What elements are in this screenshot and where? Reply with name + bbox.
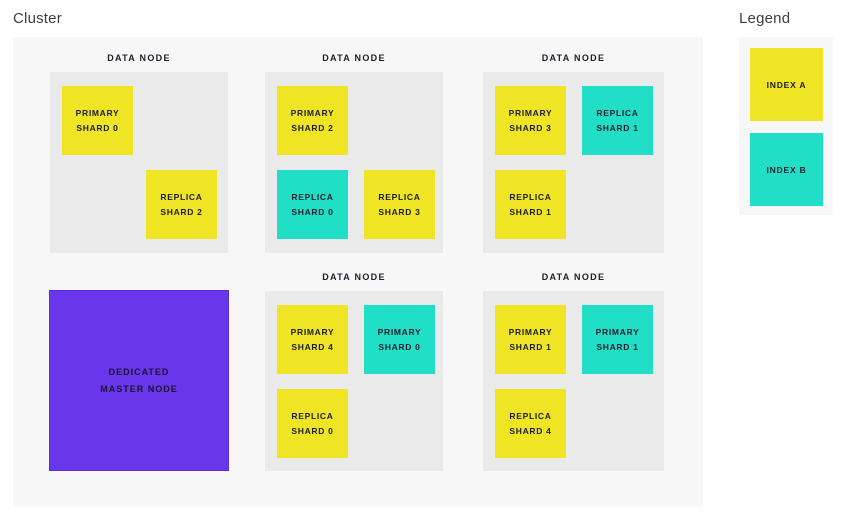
legend-swatch-index-a: INDEX A [750, 48, 823, 121]
shard-label-line1: PRIMARY [290, 326, 335, 337]
shard-label-line2: SHARD 3 [509, 122, 552, 133]
shard-label-line2: SHARD 4 [509, 425, 552, 436]
shard-primary-0-index-a: PRIMARY SHARD 0 [62, 86, 133, 155]
shard-label-line1: REPLICA [160, 191, 203, 202]
data-node-4-label: DATA NODE [322, 272, 386, 282]
shard-replica-1-index-b: REPLICA SHARD 1 [582, 86, 653, 155]
data-node-5-box: PRIMARY SHARD 1 PRIMARY SHARD 1 REPLICA … [483, 291, 664, 471]
shard-replica-4-index-a: REPLICA SHARD 4 [495, 389, 566, 458]
shard-label-line2: SHARD 1 [509, 206, 552, 217]
shard-replica-0-index-a: REPLICA SHARD 0 [277, 389, 348, 458]
shard-label-line1: REPLICA [509, 191, 552, 202]
legend-panel: INDEX A INDEX B [739, 37, 833, 215]
shard-primary-4-index-a: PRIMARY SHARD 4 [277, 305, 348, 374]
shard-label-line2: SHARD 1 [509, 341, 552, 352]
data-node-3-label: DATA NODE [541, 53, 606, 63]
shard-replica-3-index-a: REPLICA SHARD 3 [364, 170, 435, 239]
shard-label-line2: SHARD 2 [160, 206, 203, 217]
master-node-label-line1: DEDICATED [108, 366, 170, 377]
shard-label-line2: SHARD 1 [596, 122, 639, 133]
data-node-2-label: DATA NODE [322, 53, 386, 63]
shard-label-line2: SHARD 4 [291, 341, 334, 352]
shard-primary-0-index-b: PRIMARY SHARD 0 [364, 305, 435, 374]
data-node-4-box: PRIMARY SHARD 4 PRIMARY SHARD 0 REPLICA … [265, 291, 443, 471]
shard-label-line2: SHARD 0 [76, 122, 119, 133]
shard-primary-2-index-a: PRIMARY SHARD 2 [277, 86, 348, 155]
shard-primary-1-index-b: PRIMARY SHARD 1 [582, 305, 653, 374]
shard-label-line2: SHARD 2 [291, 122, 334, 133]
data-node-2-box: PRIMARY SHARD 2 REPLICA SHARD 0 REPLICA … [265, 72, 443, 253]
shard-primary-3-index-a: PRIMARY SHARD 3 [495, 86, 566, 155]
shard-replica-1-index-a: REPLICA SHARD 1 [495, 170, 566, 239]
shard-label-line1: PRIMARY [508, 326, 553, 337]
legend-swatch-index-b: INDEX B [750, 133, 823, 206]
legend-label-index-b: INDEX B [766, 164, 807, 175]
shard-label-line2: SHARD 1 [596, 341, 639, 352]
legend-label-index-a: INDEX A [766, 79, 807, 90]
shard-label-line2: SHARD 0 [291, 425, 334, 436]
shard-label-line1: PRIMARY [75, 107, 120, 118]
shard-primary-1-index-a: PRIMARY SHARD 1 [495, 305, 566, 374]
data-node-1-label: DATA NODE [107, 53, 171, 63]
legend-title: Legend [739, 10, 791, 27]
shard-replica-2-index-a: REPLICA SHARD 2 [146, 170, 217, 239]
shard-label-line2: SHARD 3 [378, 206, 421, 217]
shard-label-line1: REPLICA [291, 191, 334, 202]
shard-label-line2: SHARD 0 [291, 206, 334, 217]
shard-label-line1: PRIMARY [290, 107, 335, 118]
data-node-3-box: PRIMARY SHARD 3 REPLICA SHARD 1 REPLICA … [483, 72, 664, 253]
shard-label-line1: PRIMARY [377, 326, 422, 337]
shard-label-line1: REPLICA [378, 191, 421, 202]
shard-label-line1: PRIMARY [595, 326, 640, 337]
shard-label-line1: REPLICA [509, 410, 552, 421]
shard-label-line2: SHARD 0 [378, 341, 421, 352]
shard-label-line1: PRIMARY [508, 107, 553, 118]
dedicated-master-node: DEDICATED MASTER NODE [49, 290, 229, 471]
shard-label-line1: REPLICA [596, 107, 639, 118]
cluster-title: Cluster [13, 10, 62, 27]
shard-replica-0-index-b: REPLICA SHARD 0 [277, 170, 348, 239]
data-node-5-label: DATA NODE [541, 272, 606, 282]
shard-label-line1: REPLICA [291, 410, 334, 421]
master-node-label-line2: MASTER NODE [100, 383, 178, 394]
data-node-1-box: PRIMARY SHARD 0 REPLICA SHARD 2 [50, 72, 228, 253]
